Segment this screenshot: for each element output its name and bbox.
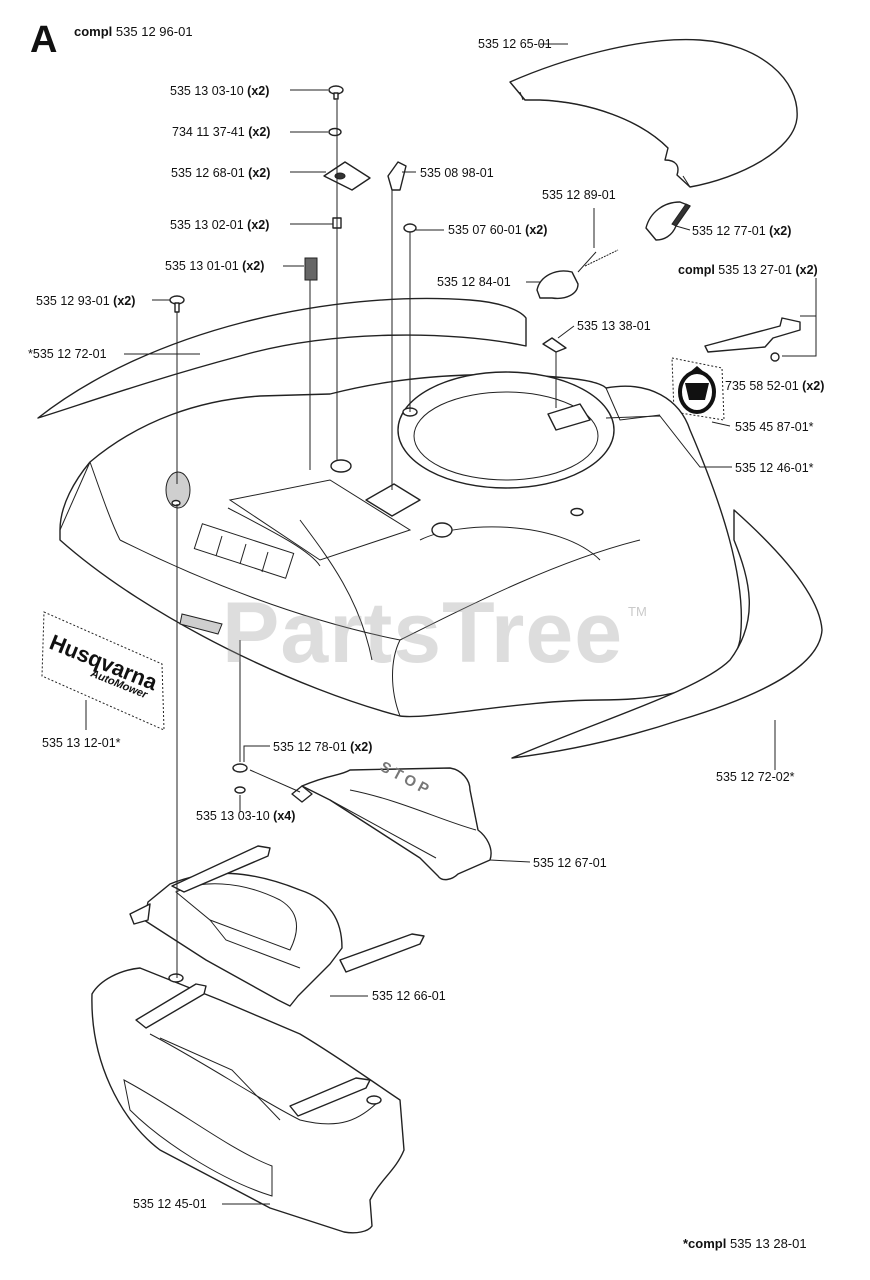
body-shell-part[interactable] [59, 371, 743, 718]
leader-lines [85, 43, 817, 1205]
top-lid-part[interactable] [509, 38, 798, 188]
part-label-535-13-01-01[interactable]: 535 13 01-01 (x2) [165, 259, 265, 273]
part-label-535-13-03-10-x4[interactable]: 535 13 03-10 (x4) [196, 809, 296, 823]
part-label-535-12-45-01[interactable]: 535 12 45-01 [133, 1197, 207, 1211]
part-label-535-12-72-02[interactable]: 535 12 72-02* [716, 770, 795, 784]
part-label-535-12-78-01[interactable]: 535 12 78-01 (x2) [273, 740, 373, 754]
part-label-535-12-66-01[interactable]: 535 12 66-01 [372, 989, 446, 1003]
part-label-535-12-84-01[interactable]: 535 12 84-01 [437, 275, 511, 289]
part-label-535-07-60-01[interactable]: 535 07 60-01 (x2) [448, 223, 548, 237]
latch-spring-part[interactable] [536, 249, 619, 300]
front-bumper-part[interactable] [91, 967, 405, 1234]
footer-compl-number: 535 13 28-01 [729, 1236, 807, 1251]
part-label-535-12-72-01[interactable]: *535 12 72-01 [28, 347, 107, 361]
compl-word: compl [74, 24, 113, 39]
part-label-535-13-03-10[interactable]: 535 13 03-10 (x2) [170, 84, 270, 98]
part-label-535-13-02-01[interactable]: 535 13 02-01 (x2) [170, 218, 270, 232]
part-label-535-45-87-01[interactable]: 535 45 87-01* [735, 420, 814, 434]
part-label-535-13-27-01[interactable]: compl 535 13 27-01 (x2) [678, 263, 818, 277]
bracket-part[interactable] [704, 317, 801, 362]
spring-part[interactable] [304, 257, 318, 281]
guide-clip-part[interactable] [387, 161, 407, 191]
footer-compl-label[interactable]: *compl 535 13 28-01 [683, 1236, 807, 1251]
left-strip-part[interactable] [37, 297, 527, 419]
part-label-535-12-68-01[interactable]: 535 12 68-01 (x2) [171, 166, 271, 180]
part-label-535-13-38-01[interactable]: 535 13 38-01 [577, 319, 651, 333]
part-label-535-12-89-01[interactable]: 535 12 89-01 [542, 188, 616, 202]
part-label-535-13-12-01[interactable]: 535 13 12-01* [42, 736, 121, 750]
assembly-compl-label[interactable]: compl 535 12 96-01 [74, 24, 193, 39]
watermark-tm: TM [628, 604, 647, 619]
screw-left-part[interactable] [169, 295, 185, 313]
crown-badge-decal [671, 357, 725, 421]
part-label-735-58-52-01[interactable]: 735 58 52-01 (x2) [725, 379, 825, 393]
rivet-part[interactable] [403, 223, 417, 233]
display-cover-part[interactable] [129, 845, 425, 1007]
screw-part[interactable] [328, 85, 344, 100]
part-label-535-12-46-01[interactable]: 535 12 46-01* [735, 461, 814, 475]
part-label-535-12-93-01[interactable]: 535 12 93-01 (x2) [36, 294, 136, 308]
latch-plate-part[interactable] [323, 161, 371, 191]
hinge-clip-part[interactable] [645, 201, 691, 241]
husqvarna-decal: Husqvarna AutoMower [41, 611, 165, 731]
watermark: PartsTree [222, 585, 624, 681]
washer-part[interactable] [328, 127, 342, 137]
small-clip-part[interactable] [542, 337, 567, 353]
right-strip-part[interactable] [511, 509, 823, 759]
part-label-734-11-37-41[interactable]: 734 11 37-41 (x2) [172, 125, 271, 139]
compl-number: 535 12 96-01 [115, 24, 193, 39]
section-letter: A [30, 19, 58, 61]
footer-compl-word: *compl [683, 1236, 727, 1251]
part-label-535-08-98-01[interactable]: 535 08 98-01 [420, 166, 494, 180]
part-label-535-12-77-01[interactable]: 535 12 77-01 (x2) [692, 224, 792, 238]
part-label-535-12-65-01[interactable]: 535 12 65-01 [478, 37, 552, 51]
part-label-535-12-67-01[interactable]: 535 12 67-01 [533, 856, 607, 870]
